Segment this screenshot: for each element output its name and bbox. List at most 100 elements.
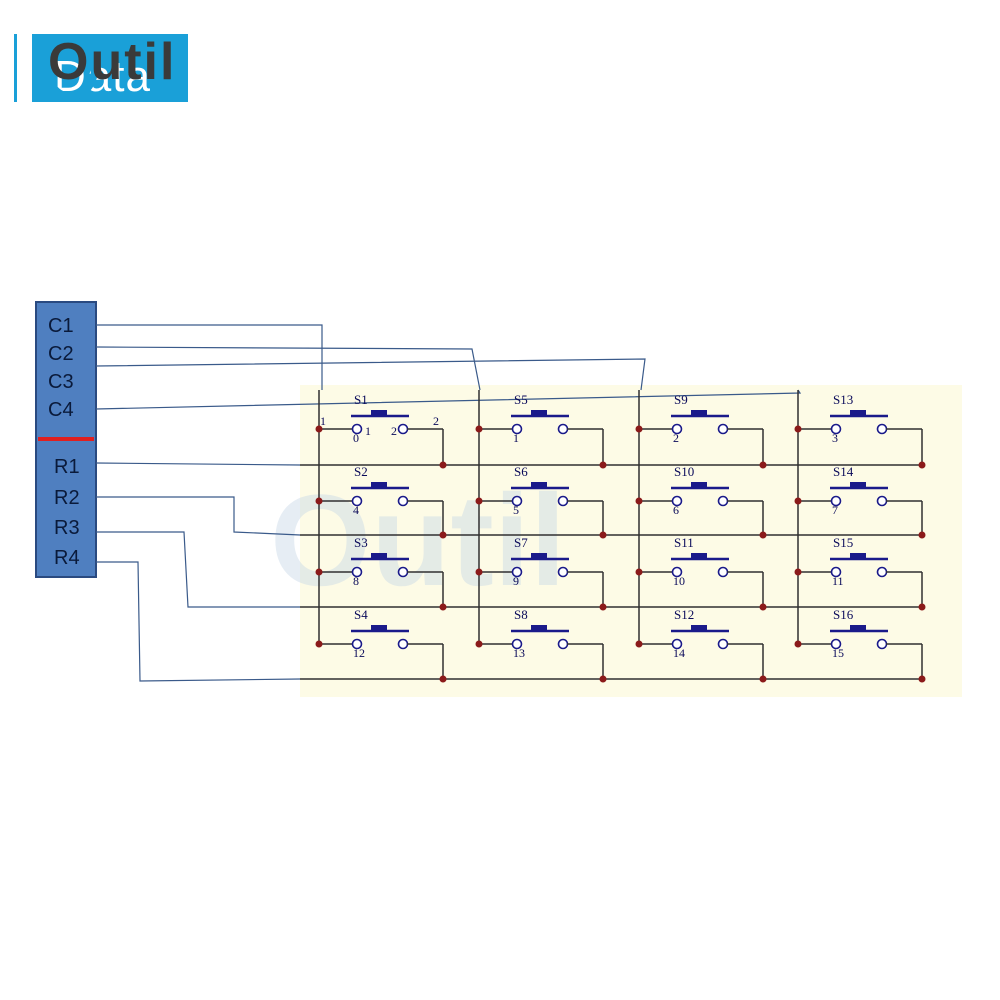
junction-column xyxy=(315,640,323,648)
switch-contact-left xyxy=(351,638,363,650)
switch-name: S5 xyxy=(514,392,528,407)
junction-row xyxy=(599,461,607,469)
switch-contact-right xyxy=(397,566,409,578)
switch-name: S2 xyxy=(354,464,368,479)
switch-name: S6 xyxy=(514,464,528,479)
switch-number: 8 xyxy=(353,574,359,588)
pin-mark-left-inner: 1 xyxy=(365,424,371,438)
switch-name: S1 xyxy=(354,392,368,407)
switch-contact-left xyxy=(511,495,523,507)
switch-name: S15 xyxy=(833,535,853,550)
switch-contact-right xyxy=(876,423,888,435)
switch-contact-left xyxy=(830,495,842,507)
switch-contact-left xyxy=(511,638,523,650)
switch-button xyxy=(531,625,547,631)
junction-row xyxy=(918,461,926,469)
switch-contact-right xyxy=(876,638,888,650)
switch-contact-left xyxy=(671,638,683,650)
switch-name: S13 xyxy=(833,392,853,407)
junction-column xyxy=(315,568,323,576)
junction-row xyxy=(439,603,447,611)
switch-name: S16 xyxy=(833,607,854,622)
switch-button xyxy=(691,482,707,488)
junction-column xyxy=(315,425,323,433)
wire-c3 xyxy=(95,358,646,391)
junction-row xyxy=(759,531,767,539)
junction-row xyxy=(918,531,926,539)
junction-row xyxy=(918,603,926,611)
junction-column xyxy=(635,425,643,433)
connector-pin-r1: R1 xyxy=(54,456,80,478)
junction-row xyxy=(918,675,926,683)
wire-c1 xyxy=(96,324,323,390)
switch-number: 13 xyxy=(513,646,525,660)
wire-r1 xyxy=(95,462,301,466)
switch-contact-right xyxy=(876,566,888,578)
switch-button xyxy=(531,410,547,416)
wire-r2 xyxy=(96,496,301,536)
pin-mark-left: 1 xyxy=(320,414,326,428)
switch-number: 0 xyxy=(353,431,359,445)
switch-contact-left xyxy=(830,566,842,578)
junction-row xyxy=(599,675,607,683)
switch-contact-left xyxy=(511,423,523,435)
junction-column xyxy=(794,497,802,505)
switch-name: S9 xyxy=(674,392,688,407)
switch-number: 3 xyxy=(832,431,838,445)
switch-number: 9 xyxy=(513,574,519,588)
switch-s7: S79 xyxy=(479,535,604,607)
junction-column xyxy=(635,497,643,505)
switch-contact-right xyxy=(397,495,409,507)
switch-contact-right xyxy=(717,566,729,578)
switch-number: 2 xyxy=(673,431,679,445)
switch-contact-left xyxy=(671,566,683,578)
switch-contact-right xyxy=(397,638,409,650)
switch-s9: S9 2 xyxy=(639,392,764,465)
switch-number: 11 xyxy=(832,574,844,588)
switch-name: S8 xyxy=(514,607,528,622)
switch-number: 5 xyxy=(513,503,519,517)
switch-button xyxy=(850,410,866,416)
junction-row xyxy=(759,461,767,469)
switch-contact-left xyxy=(830,638,842,650)
switch-number: 14 xyxy=(673,646,685,660)
switch-button xyxy=(531,553,547,559)
switch-contact-right xyxy=(557,423,569,435)
switch-number: 6 xyxy=(673,503,679,517)
switch-matrix: S10S24S38S412S51S65S79S813S92S106S1110S1… xyxy=(300,390,924,680)
connector-pin-c2: C2 xyxy=(48,343,74,365)
junction-row xyxy=(599,531,607,539)
switch-contact-right xyxy=(557,495,569,507)
switch-contact-right xyxy=(557,638,569,650)
switch-contact-left xyxy=(671,495,683,507)
switch-contact-left xyxy=(671,423,683,435)
switch-s15: S15 11 xyxy=(798,535,923,607)
switch-s8: S8 13 xyxy=(479,607,604,679)
switch-number: 1 xyxy=(513,431,519,445)
pin-mark-right: 2 xyxy=(433,414,439,428)
junction-column xyxy=(794,425,802,433)
switch-contact-right xyxy=(557,566,569,578)
switch-button xyxy=(850,553,866,559)
connector-pin-r3: R3 xyxy=(54,517,80,539)
wire-r4 xyxy=(96,561,301,682)
switch-button xyxy=(531,482,547,488)
junction-column xyxy=(635,640,643,648)
schematic-panel xyxy=(300,385,962,697)
switch-s13: S13 3 xyxy=(798,392,923,465)
switch-contact-left xyxy=(351,495,363,507)
switch-s1: S1 0 xyxy=(319,392,444,465)
switch-s3: S3 8 xyxy=(319,535,444,607)
connector-pin-c3: C3 xyxy=(48,371,74,393)
junction-row xyxy=(759,603,767,611)
junction-row xyxy=(439,531,447,539)
switch-name: S3 xyxy=(354,535,368,550)
